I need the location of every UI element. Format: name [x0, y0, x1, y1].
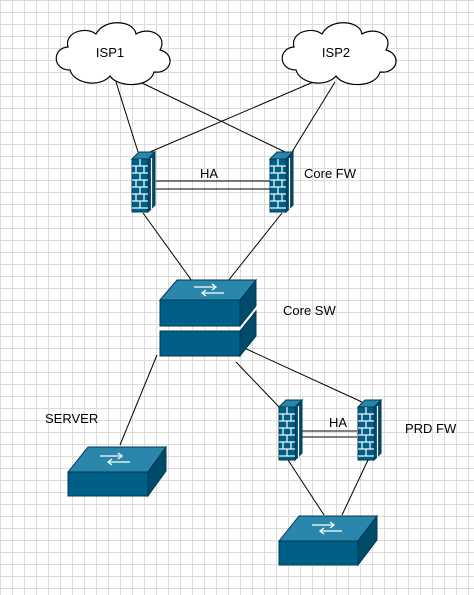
server-switch-icon — [66, 445, 167, 498]
core-fw-left-firewall-icon — [131, 151, 156, 213]
prd-fw-label: PRD FW — [405, 421, 457, 436]
core-sw-label: Core SW — [283, 303, 336, 318]
isp2-cloud-icon — [281, 22, 397, 86]
core-switch-stack-icon — [158, 278, 258, 358]
core-fw-label: Core FW — [304, 166, 357, 181]
server-label: SERVER — [45, 411, 98, 426]
isp1-cloud-icon — [55, 22, 171, 86]
prd-fw-ha-label: HA — [329, 415, 347, 430]
isp1-label: ISP1 — [96, 45, 124, 60]
core-fw-ha-label: HA — [200, 166, 218, 181]
isp2-label: ISP2 — [322, 45, 350, 60]
prd-fw-right-firewall-icon — [357, 399, 382, 461]
prd-switch-icon — [277, 514, 379, 567]
core-fw-right-firewall-icon — [269, 151, 294, 213]
connection-lines — [115, 79, 369, 516]
prd-fw-left-firewall-icon — [278, 399, 303, 461]
